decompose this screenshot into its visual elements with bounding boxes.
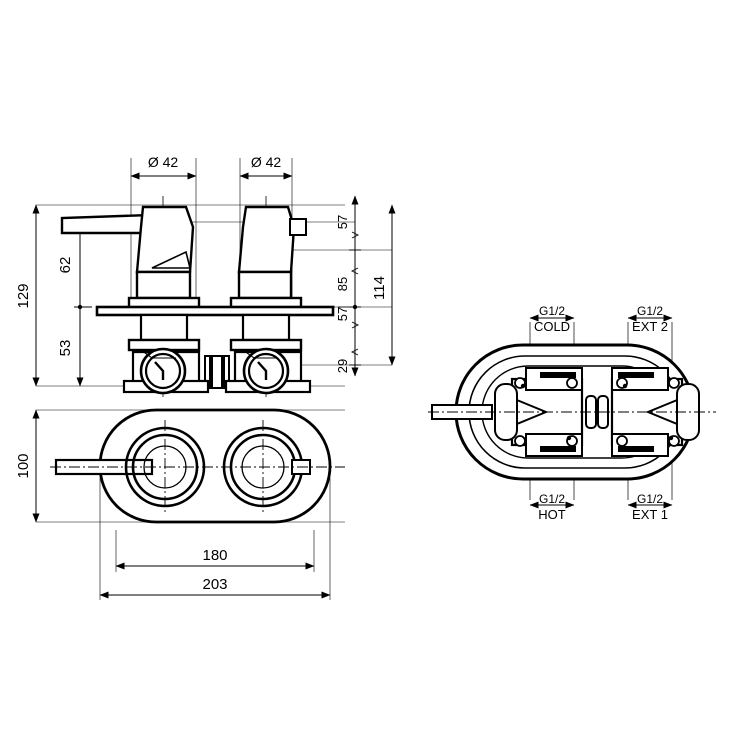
right-knob-body (229, 205, 307, 310)
dim-29-label: 29 (335, 359, 350, 373)
port-cold-thread: G1/2 (539, 304, 565, 318)
port-hot: G1/2 HOT (529, 492, 575, 522)
port-cold: G1/2 COLD (529, 304, 575, 334)
dim-129-label: 129 (15, 283, 32, 308)
port-cold-name: COLD (534, 319, 570, 334)
dim-53-label: 53 (57, 340, 74, 357)
port-hot-thread: G1/2 (539, 492, 565, 506)
dim-diameter-left: Ø 42 (130, 154, 197, 180)
port-ext2-thread: G1/2 (637, 304, 663, 318)
rear-left-valve-block (494, 367, 584, 457)
port-ext1: G1/2 EXT 1 (627, 492, 673, 522)
port-ext2-name: EXT 2 (632, 319, 668, 334)
dim-plan-height-100: 100 (15, 409, 40, 523)
dim-85-label: 85 (335, 277, 350, 291)
dim-plan-180: 180 (115, 547, 315, 570)
dim-right-stack: 57 85 57 29 (335, 195, 361, 377)
plan-centrelines (50, 420, 345, 515)
port-ext1-name: EXT 1 (632, 507, 668, 522)
valve-body-assembly (122, 347, 312, 395)
dim-100-label: 100 (15, 453, 32, 478)
dim-diameter-left-label: Ø 42 (148, 154, 179, 170)
dim-62-label: 62 (57, 257, 74, 274)
valve-shanks (127, 313, 303, 352)
dim-total-right-114: 114 (371, 204, 396, 366)
port-ext1-thread: G1/2 (637, 492, 663, 506)
front-elevation-view: Ø 42 Ø 42 129 62 53 (15, 154, 396, 398)
dim-203-label: 203 (202, 576, 227, 593)
dim-114-label: 114 (371, 276, 388, 300)
port-hot-name: HOT (538, 507, 566, 522)
dim-inner-stack: 62 53 (57, 219, 92, 387)
rear-connection-view: G1/2 COLD G1/2 EXT 2 G1/2 HOT G1/2 EXT 1 (428, 304, 716, 522)
port-ext2: G1/2 EXT 2 (627, 304, 673, 334)
wall-plate-section (95, 305, 335, 317)
dim-57-upper-label: 57 (335, 215, 350, 229)
dim-57-lower-label: 57 (335, 307, 350, 321)
dim-total-height-129: 129 (15, 204, 40, 387)
left-knob-body (127, 205, 201, 310)
dim-diameter-right-label: Ø 42 (251, 154, 282, 170)
left-lever-handle (60, 213, 152, 235)
dim-diameter-right: Ø 42 (239, 154, 293, 180)
plan-escutcheon-view: 100 180 203 (15, 408, 345, 600)
dim-180-label: 180 (202, 547, 227, 564)
dim-plan-203: 203 (99, 576, 331, 599)
